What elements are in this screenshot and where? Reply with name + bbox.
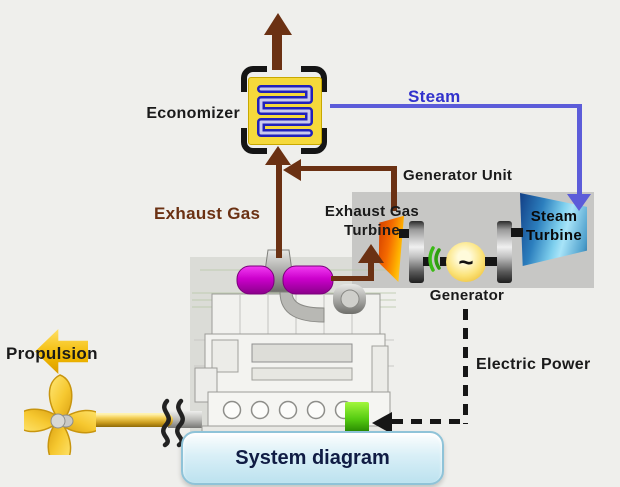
- coupling-cylinder: [497, 221, 512, 283]
- exhaust-gas-engine-pipe: [331, 276, 374, 281]
- economizer-bracket-icon: [301, 66, 327, 92]
- shaft-stub: [423, 257, 431, 266]
- coupling-cylinder: [409, 221, 424, 283]
- exhaust-outlet-arrow-icon: [264, 13, 292, 35]
- shaft-stub: [511, 228, 523, 237]
- generator-circle: ~: [446, 242, 486, 282]
- exhaust-gas-turbine-label-line1: Exhaust Gas: [324, 203, 420, 220]
- propeller-icon: [24, 374, 96, 455]
- economizer-coil-icon: [257, 85, 313, 137]
- steam-line-vertical: [577, 104, 582, 196]
- exhaust-gas-arrow-up-icon: [358, 244, 384, 263]
- shaft-stub: [440, 257, 448, 266]
- exhaust-outlet-arrow-shaft: [272, 32, 282, 70]
- exhaust-receiver-left: [236, 265, 275, 295]
- exhaust-gas-turbine-label: Exhaust Gas Turbine: [308, 202, 436, 240]
- economizer-bracket-icon: [241, 66, 267, 92]
- economizer-label: Economizer: [146, 105, 240, 122]
- steam-turbine-label-line1: Steam: [530, 208, 578, 225]
- exhaust-gas-turbine-label-line2: Turbine: [344, 222, 400, 239]
- shaft-stub: [485, 257, 498, 266]
- generator-label: Generator: [429, 287, 505, 304]
- economizer-unit: [241, 66, 327, 154]
- electric-power-dashed-line: [392, 419, 468, 424]
- propulsion-label: Propulsion: [6, 344, 98, 363]
- system-diagram-label: System diagram: [235, 447, 390, 469]
- exhaust-receiver-right: [282, 265, 334, 295]
- exhaust-gas-engine-pipe: [368, 258, 374, 281]
- electric-power-arrow-icon: [372, 412, 392, 434]
- steam-line-horizontal: [330, 104, 580, 108]
- engine-illustration: [192, 249, 396, 433]
- shaft-stub: [399, 229, 410, 238]
- sine-symbol: ~: [458, 247, 474, 277]
- economizer-bracket-icon: [241, 128, 267, 154]
- exhaust-gas-branch-pipe: [298, 166, 396, 171]
- exhaust-gas-branch-pipe: [391, 166, 397, 211]
- power-takeoff-green-box: [345, 402, 369, 433]
- exhaust-gas-arrow-left-icon: [283, 159, 301, 181]
- green-coupling-icon: [428, 246, 441, 272]
- economizer-bracket-icon: [301, 128, 327, 154]
- electric-power-label: Electric Power: [476, 356, 591, 373]
- generator-unit-label: Generator Unit: [403, 167, 513, 184]
- exhaust-gas-main-pipe: [276, 163, 282, 258]
- propeller-shaft-coupling: [168, 411, 202, 428]
- steam-label: Steam: [408, 87, 461, 106]
- exhaust-gas-label: Exhaust Gas: [154, 204, 261, 223]
- steam-turbine-label-line2: Turbine: [526, 227, 582, 244]
- electric-power-dashed-line: [463, 309, 468, 424]
- steam-arrow-icon: [567, 194, 591, 211]
- economizer-box: [248, 77, 322, 145]
- system-diagram-button[interactable]: System diagram: [181, 431, 444, 485]
- steam-turbine-label: Steam Turbine: [517, 207, 591, 245]
